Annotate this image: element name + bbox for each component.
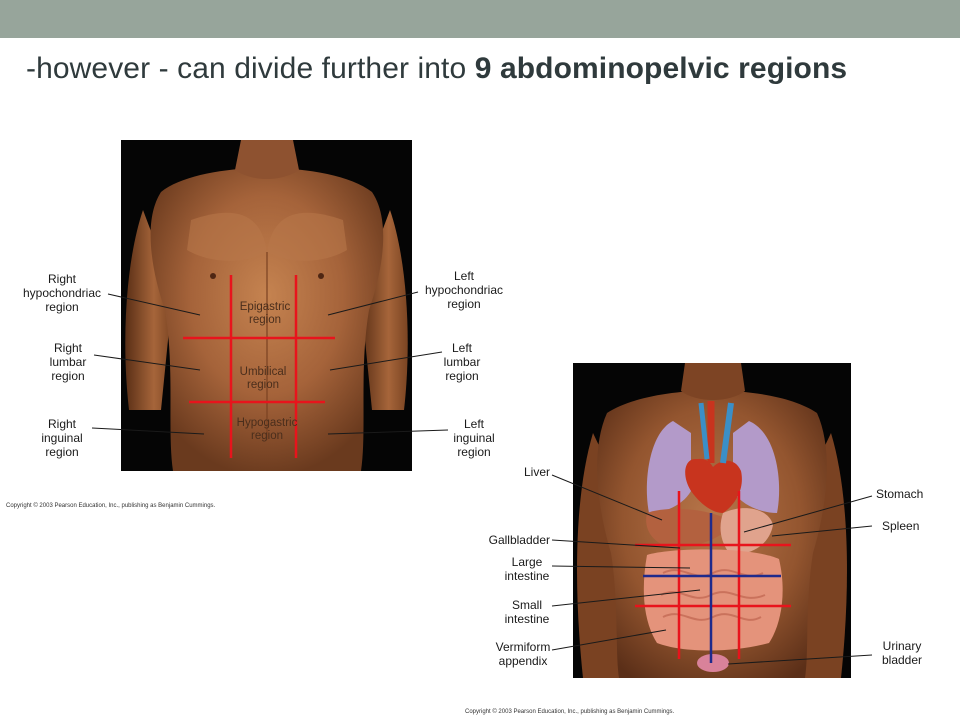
callout-small-intestine: Small intestine xyxy=(504,598,550,626)
callout-gallbladder: Gallbladder xyxy=(488,533,550,547)
region-label-epigastric: Epigastric region xyxy=(239,301,291,326)
callout-urinary-bladder: Urinary bladder xyxy=(881,639,923,667)
title-bold: 9 abdominopelvic regions xyxy=(474,52,848,85)
callout-right-inguinal: Right inguinal region xyxy=(41,417,83,459)
callout-liver: Liver xyxy=(523,465,550,479)
callout-left-inguinal: Left inguinal region xyxy=(453,417,495,459)
region-label-umbilical: Umbilical region xyxy=(239,366,287,391)
callout-stomach: Stomach xyxy=(876,487,924,501)
callout-left-lumbar: Left lumbar region xyxy=(443,341,481,383)
callout-right-hypochondriac: Right hypochondriac region xyxy=(22,272,102,314)
region-label-hypogastric: Hypogastric region xyxy=(236,417,298,442)
copyright-left: Copyright © 2003 Pearson Education, Inc.… xyxy=(6,503,216,509)
region-grid xyxy=(183,275,335,458)
callout-appendix: Vermiform appendix xyxy=(495,640,551,668)
title-prefix: -however - can divide further into xyxy=(26,52,475,85)
callout-left-hypochondriac: Left hypochondriac region xyxy=(424,269,504,311)
callout-large-intestine: Large intestine xyxy=(504,555,550,583)
slide-title: -however - can divide further into 9 abd… xyxy=(26,52,956,92)
callout-spleen: Spleen xyxy=(882,519,920,533)
organs-photo xyxy=(573,363,851,678)
organs-illustration xyxy=(573,363,851,678)
copyright-right: Copyright © 2003 Pearson Education, Inc.… xyxy=(465,709,675,715)
callout-right-lumbar: Right lumbar region xyxy=(49,341,87,383)
header-bar xyxy=(0,0,960,38)
